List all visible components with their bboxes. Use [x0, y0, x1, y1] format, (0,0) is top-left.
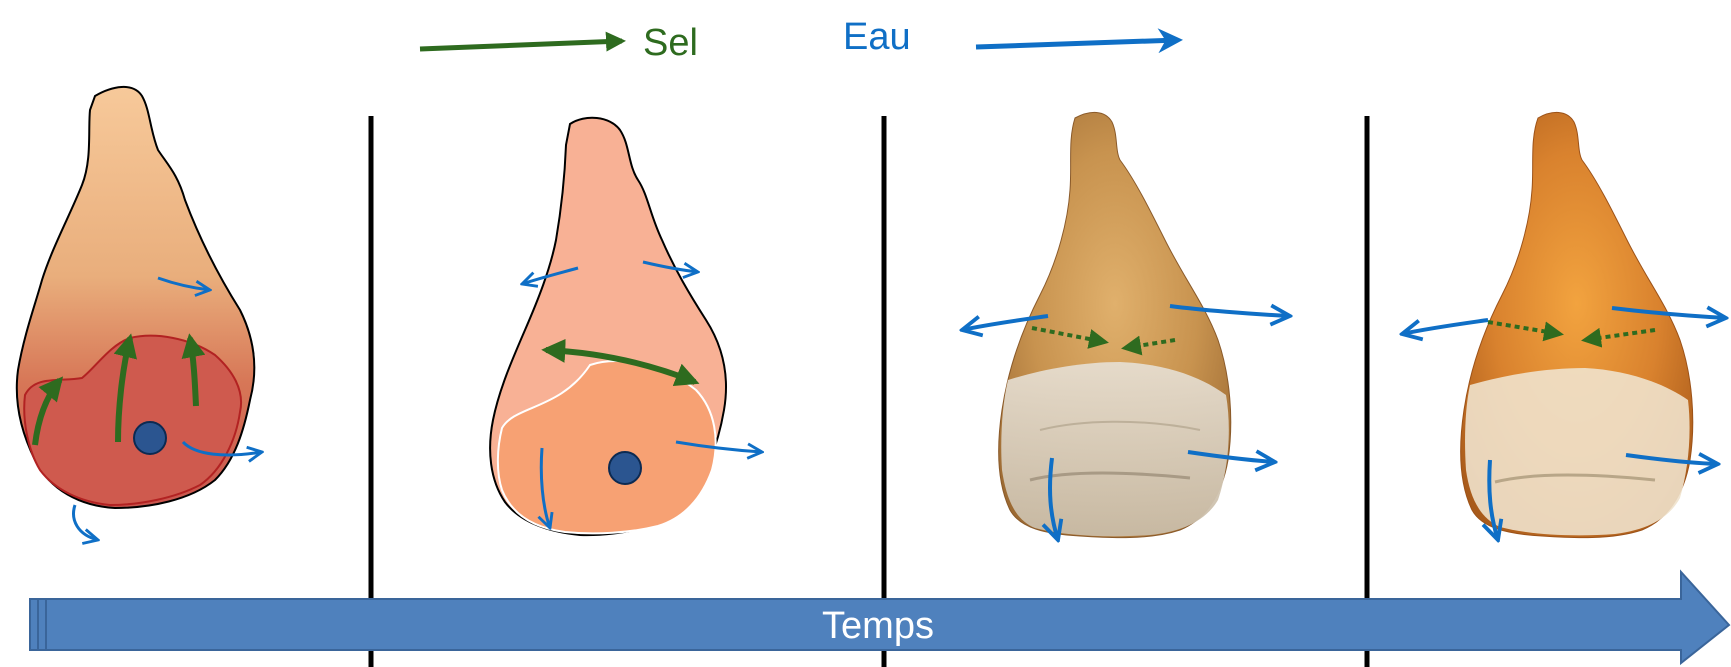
salt-legend-label: Sel	[643, 22, 698, 64]
water-arrow-icon	[74, 505, 98, 540]
ham-crust	[1465, 368, 1690, 535]
stage-3-ham	[962, 112, 1290, 540]
timeline-arrow: Temps	[30, 572, 1729, 663]
salt-legend-arrow	[420, 41, 622, 49]
bone-marker-icon	[609, 452, 641, 484]
water-legend-label: Eau	[843, 16, 911, 58]
ham-crust	[1001, 362, 1229, 536]
water-arrow-icon	[1402, 320, 1488, 334]
timeline-label: Temps	[822, 605, 934, 647]
water-legend-arrow	[976, 40, 1178, 47]
bone-marker-icon	[134, 422, 166, 454]
stage-4-ham	[1402, 112, 1726, 540]
stage-2-ham	[490, 118, 762, 535]
stage-1-ham	[17, 87, 262, 540]
legend: Sel Eau	[420, 16, 1178, 64]
